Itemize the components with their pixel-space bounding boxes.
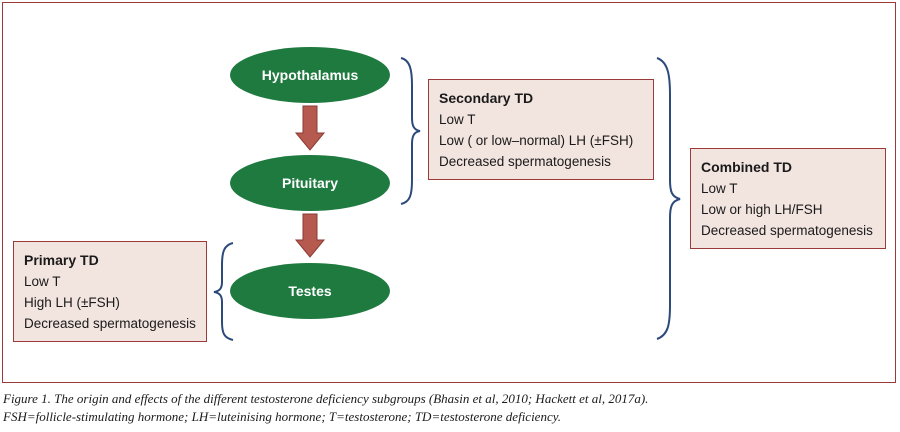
hypothalamus-label: Hypothalamus [262,67,359,83]
secondary-td-box: Secondary TD Low T Low ( or low–normal) … [428,79,654,180]
combined-brace [656,57,681,340]
caption-line-2: FSH=follicle-stimulating hormone; LH=lut… [3,409,562,424]
testes-label: Testes [288,283,332,299]
hypothalamus-node [230,47,390,103]
primary-td-title: Primary TD [24,252,99,268]
figure-caption: Figure 1. The origin and effects of the … [3,390,893,426]
combined-td-title: Combined TD [701,159,792,175]
figure-frame [2,2,896,383]
arrow-pituitary-to-testes [294,213,326,258]
combined-line-1: Low T [701,181,738,196]
combined-line-2: Low or high LH/FSH [701,202,823,217]
secondary-line-2: Low ( or low–normal) LH (±FSH) [439,133,634,148]
secondary-line-3: Decreased spermatogenesis [439,154,611,169]
pituitary-label: Pituitary [282,175,338,191]
secondary-brace [400,57,421,205]
primary-line-1: Low T [24,274,61,289]
secondary-td-title: Secondary TD [439,90,534,106]
primary-line-2: High LH (±FSH) [24,295,120,310]
primary-brace [213,242,234,341]
primary-td-box: Primary TD Low T High LH (±FSH) Decrease… [13,241,207,342]
combined-line-3: Decreased spermatogenesis [701,223,873,238]
combined-td-box: Combined TD Low T Low or high LH/FSH Dec… [690,148,886,249]
secondary-line-1: Low T [439,112,476,127]
pituitary-node [230,155,390,211]
caption-line-1: Figure 1. The origin and effects of the … [3,391,649,406]
testes-node [230,263,390,319]
arrow-hypothalamus-to-pituitary [294,105,326,151]
primary-line-3: Decreased spermatogenesis [24,316,196,331]
